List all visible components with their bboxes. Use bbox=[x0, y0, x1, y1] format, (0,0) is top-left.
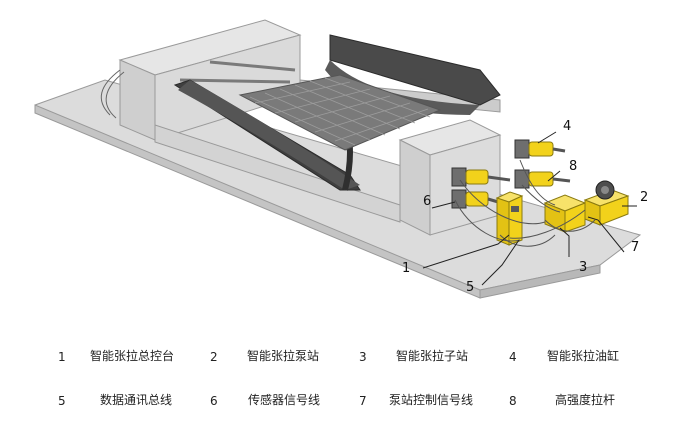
steel-mesh bbox=[238, 74, 442, 151]
leader-lines bbox=[422, 131, 637, 286]
legend-label-4: 智能张拉油缸 bbox=[547, 349, 620, 363]
legend-num-7: 7 bbox=[359, 394, 367, 408]
legend-label-6: 传感器信号线 bbox=[248, 393, 321, 407]
legend-num-6: 6 bbox=[210, 394, 218, 408]
sub-station bbox=[543, 194, 587, 233]
callout-1: 1 bbox=[402, 261, 411, 276]
legend: 1 智能张拉总控台 2 智能张拉泵站 3 智能张拉子站 4 智能张拉油缸 5 数… bbox=[0, 330, 683, 429]
left-cables bbox=[100, 69, 125, 119]
legend-num-1: 1 bbox=[58, 350, 66, 364]
hydraulic-cylinders bbox=[451, 139, 571, 209]
callout-8: 8 bbox=[569, 159, 578, 174]
legend-label-3: 智能张拉子站 bbox=[396, 349, 469, 363]
legend-label-1: 智能张拉总控台 bbox=[90, 349, 175, 363]
legend-num-3: 3 bbox=[359, 350, 367, 364]
legend-label-8: 高强度拉杆 bbox=[555, 393, 616, 407]
legend-num-5: 5 bbox=[58, 394, 66, 408]
legend-num-2: 2 bbox=[210, 350, 218, 364]
callout-6: 6 bbox=[423, 194, 432, 209]
legend-label-5: 数据通讯总线 bbox=[100, 393, 173, 407]
legend-num-8: 8 bbox=[509, 394, 517, 408]
callout-3: 3 bbox=[579, 260, 588, 275]
rods bbox=[179, 60, 296, 84]
callout-4: 4 bbox=[563, 119, 572, 134]
left-anchor-block bbox=[118, 19, 302, 141]
master-console bbox=[495, 191, 524, 246]
callout-2: 2 bbox=[640, 190, 649, 205]
legend-label-7: 泵站控制信号线 bbox=[389, 393, 474, 407]
pump-station bbox=[583, 180, 630, 226]
legend-label-2: 智能张拉泵站 bbox=[247, 349, 320, 363]
callout-5: 5 bbox=[466, 280, 475, 295]
callout-7: 7 bbox=[631, 240, 640, 255]
legend-num-4: 4 bbox=[509, 350, 517, 364]
tensioning-system-diagram bbox=[34, 19, 642, 299]
